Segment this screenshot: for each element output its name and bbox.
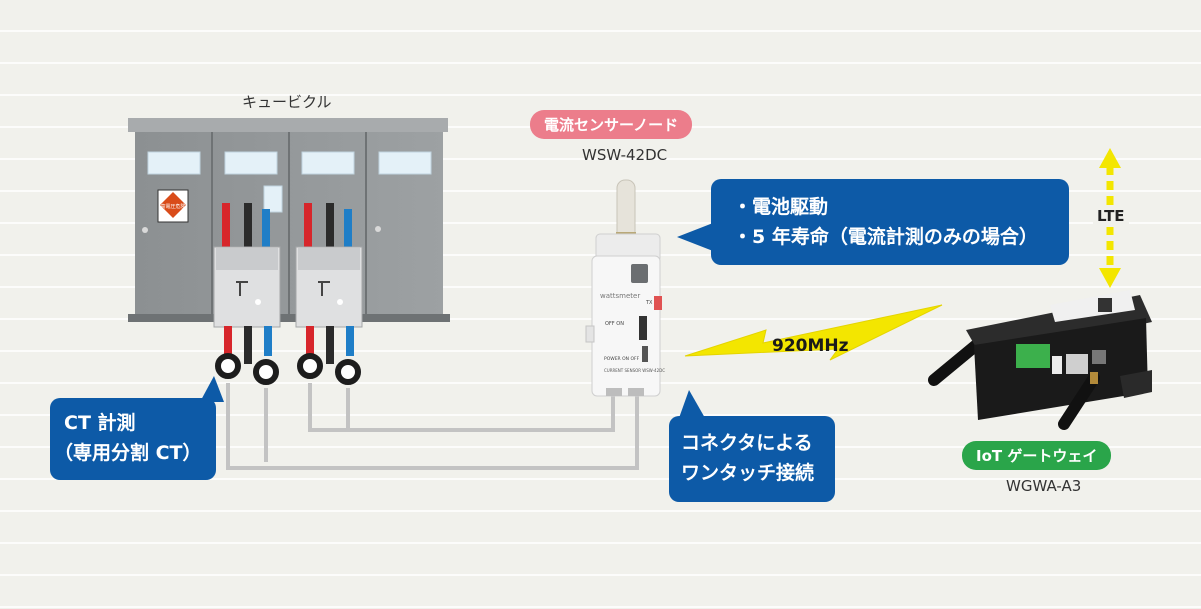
sensor-dip-switch [639,316,647,340]
ct-label-line2: （専用分割 CT） [54,442,202,464]
gateway-device [928,290,1152,430]
ct-clamp-1 [215,353,241,379]
connector-label-line1: コネクタによる [681,432,813,454]
cubicle-illustration: 高電圧危険 [128,118,450,322]
ct-callout-tail [200,376,224,402]
feature-lifetime: ・5 年寿命（電流計測のみの場合） [733,226,1038,248]
vent-window-3 [301,151,355,175]
sensor-button [631,264,648,283]
sensor-tx-label: TX [645,300,653,306]
gateway-model: WGWA-A3 [1006,477,1082,495]
features-callout-tail [677,223,713,251]
radio-label: 920MHz [772,336,849,356]
gateway-antenna-right [1058,372,1100,430]
sensor-offon-label: OFF ON [605,321,624,327]
ct-label-line1: CT 計測 [64,412,136,434]
sensor-node-title: 電流センサーノード [530,110,693,139]
breaker-right [295,203,363,364]
ct-clamp-3 [297,353,323,379]
sensor-power-label: POWER ON OFF [604,356,640,362]
inspection-window [263,185,283,213]
sensor-brand: wattsmeter [600,292,640,300]
gateway-terminal-block [1016,344,1050,368]
sensor-cables [226,383,639,470]
ct-callout: CT 計測 （専用分割 CT） [50,376,224,480]
breaker-left [213,203,281,364]
danger-sign-text: 高電圧危険 [160,203,185,210]
vent-window-1 [147,151,201,175]
radio-lightning [684,304,943,361]
connector-label-line2: ワンタッチ接続 [681,462,815,484]
sensor-name-label: CURRENT SENSOR WSW-42DC [604,368,665,373]
connector-callout: コネクタによる ワンタッチ接続 [669,390,835,502]
feature-battery: ・電池駆動 [733,196,829,218]
danger-sign: 高電圧危険 [157,189,189,223]
vent-window-4 [378,151,432,175]
connector-callout-tail [679,390,705,418]
gateway-title: IoT ゲートウェイ [962,441,1112,470]
gateway-antenna-left [928,336,986,386]
features-callout: ・電池駆動 ・5 年寿命（電流計測のみの場合） [677,179,1069,265]
lte-label: LTE [1093,205,1129,227]
ct-clamp-4 [335,359,361,385]
sensor-power-switch [642,346,648,362]
ct-clamp-2 [253,359,279,385]
cubicle-base [128,314,450,322]
ct-clamps [215,353,361,385]
sensor-node-device: wattsmeter TX OFF ON POWER ON OFF CURREN… [585,179,665,397]
vent-window-2 [224,151,278,175]
cubicle-label: キュービクル [242,93,332,111]
cubicle-roof [128,118,448,132]
sensor-node-model: WSW-42DC [582,146,668,164]
